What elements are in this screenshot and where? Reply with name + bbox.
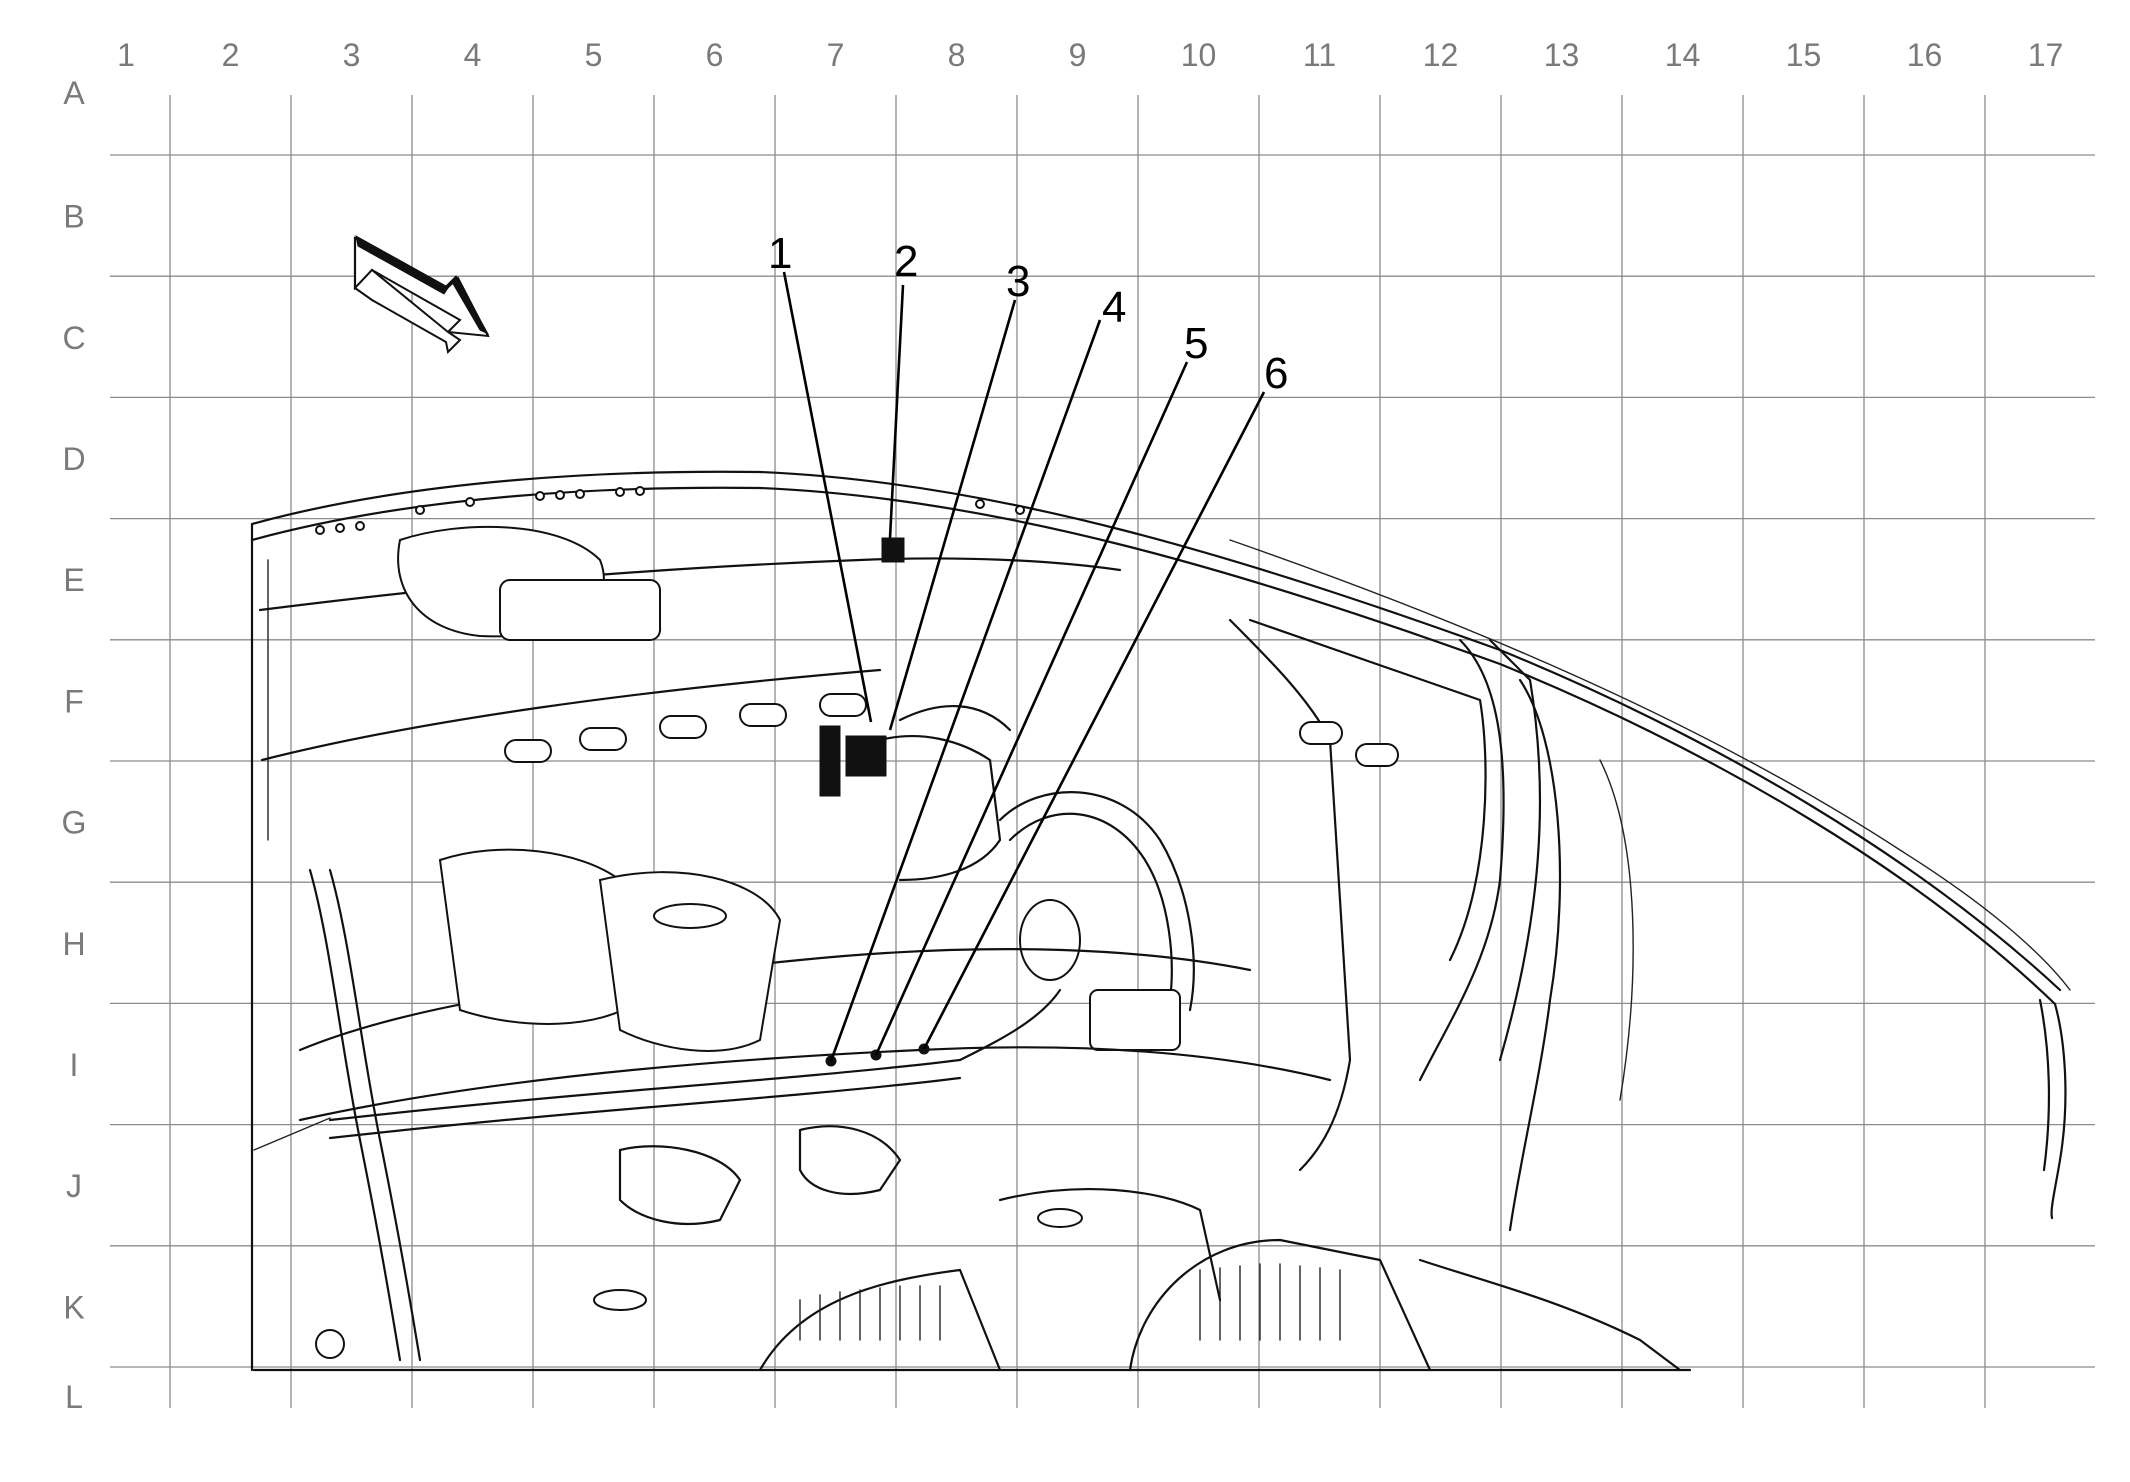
grid-column-label: 3 [343, 37, 361, 73]
leader-2 [888, 284, 905, 539]
grid-column-label: 10 [1181, 37, 1217, 73]
grid-row-label: C [62, 320, 85, 356]
grid-column-label: 17 [2028, 37, 2064, 73]
callout-label-4: 4 [1102, 283, 1126, 332]
vehicle-body-illustration [250, 470, 2071, 1372]
grid-column-label: 2 [222, 37, 240, 73]
callout-label-1: 1 [768, 229, 792, 278]
direction-arrow-icon [353, 235, 490, 355]
grid-row-label: G [62, 805, 87, 841]
grid-row-label: D [62, 441, 85, 477]
grid-column-label: 4 [464, 37, 482, 73]
leader-6 [922, 391, 1266, 1050]
callout-label-2: 2 [894, 237, 918, 286]
leader-3 [888, 299, 1017, 731]
reference-grid [110, 95, 2095, 1408]
grid-row-label: H [62, 926, 85, 962]
rear-panel-slats [799, 1263, 1341, 1341]
rim-bolt-holes [315, 486, 1025, 535]
grid-column-label: 9 [1069, 37, 1087, 73]
grid-row-label: L [65, 1379, 83, 1415]
callout-leaders [782, 271, 1266, 1062]
grid-column-label: 12 [1423, 37, 1459, 73]
grid-column-label: 13 [1544, 37, 1580, 73]
callout-label-3: 3 [1006, 257, 1030, 306]
leader-4 [829, 319, 1102, 1062]
grid-column-label: 7 [827, 37, 845, 73]
grid-row-label: A [63, 75, 85, 111]
callout-labels: 1 2 3 4 5 6 [768, 229, 1288, 398]
grid-row-label: I [70, 1047, 79, 1083]
grid-column-label: 16 [1907, 37, 1943, 73]
grid-row-label: E [63, 562, 84, 598]
leader-5 [874, 361, 1189, 1056]
grid-column-label: 8 [948, 37, 966, 73]
callout-label-5: 5 [1184, 319, 1208, 368]
grid-column-label: 1 [117, 37, 135, 73]
grid-row-label: F [64, 683, 84, 719]
callout-label-6: 6 [1264, 349, 1288, 398]
grid-column-label: 6 [706, 37, 724, 73]
grid-column-label: 14 [1665, 37, 1701, 73]
grid-column-label: 15 [1786, 37, 1822, 73]
grid-row-label: K [63, 1289, 84, 1325]
grid-row-label: B [63, 199, 84, 235]
grid-row-labels: A B C D E F G H I J K L [62, 75, 87, 1415]
grid-column-label: 5 [585, 37, 603, 73]
leader-1 [782, 271, 873, 723]
grid-column-label: 11 [1303, 37, 1336, 73]
grid-row-label: J [66, 1168, 82, 1204]
